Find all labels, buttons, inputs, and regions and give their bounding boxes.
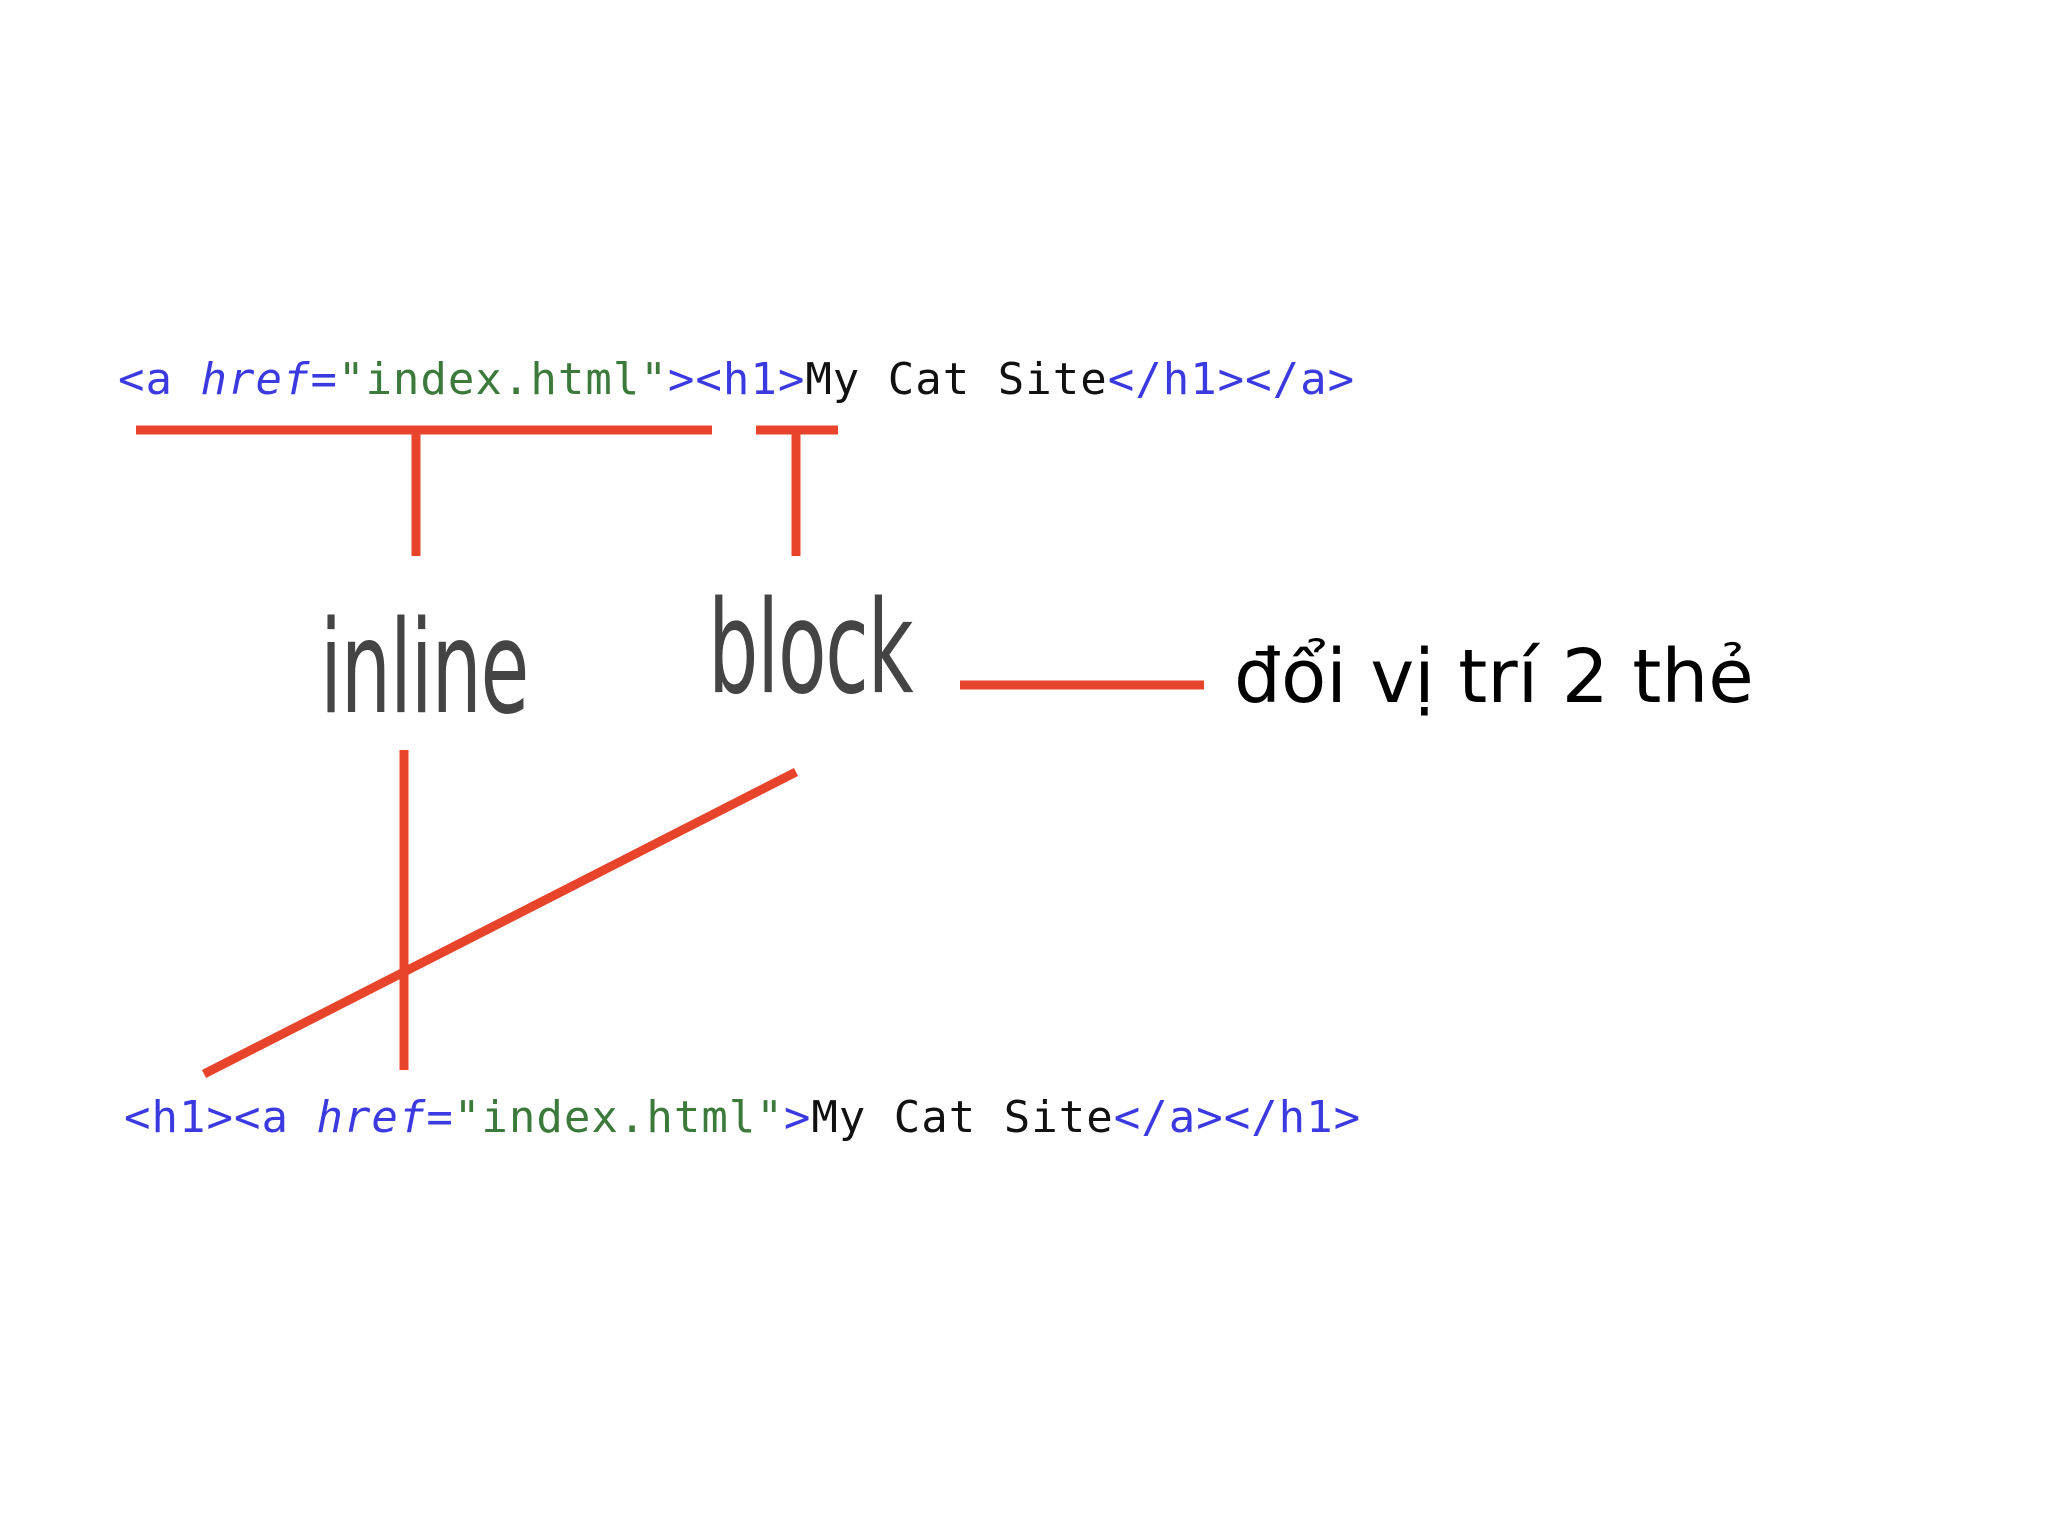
code-equals: = <box>426 1092 454 1143</box>
code-text: My Cat Site <box>805 354 1108 405</box>
code-tag-a-open: <a <box>233 1092 317 1143</box>
note-swap-tags: đổi vị trí 2 thẻ <box>1234 634 1754 720</box>
code-equals: = <box>310 354 338 405</box>
code-line-original: <a href="index.html"><h1>My Cat Site</h1… <box>118 358 1355 402</box>
code-tag-h1-close: </h1> <box>1223 1092 1362 1143</box>
code-bracket-close: > <box>783 1092 812 1143</box>
code-text: My Cat Site <box>811 1092 1114 1143</box>
code-tag-a-close: </a> <box>1113 1092 1224 1143</box>
label-block: block <box>708 574 914 723</box>
block-to-bottom <box>201 767 799 1079</box>
code-bracket-close: > <box>667 354 696 405</box>
code-tag-h1-open: <h1> <box>124 1092 234 1143</box>
code-line-corrected: <h1><a href="index.html">My Cat Site</a>… <box>124 1096 1361 1140</box>
code-tag-h1-close: </h1> <box>1107 354 1246 405</box>
code-tag-h1-open: <h1> <box>695 354 806 405</box>
code-href-value: "index.html" <box>337 354 668 405</box>
code-href-value: "index.html" <box>453 1092 784 1143</box>
code-attr-href: href <box>316 1092 427 1143</box>
code-tag-a-open: <a <box>118 354 201 405</box>
code-attr-href: href <box>200 354 311 405</box>
code-tag-a-close: </a> <box>1245 354 1356 405</box>
label-inline: inline <box>320 594 529 743</box>
